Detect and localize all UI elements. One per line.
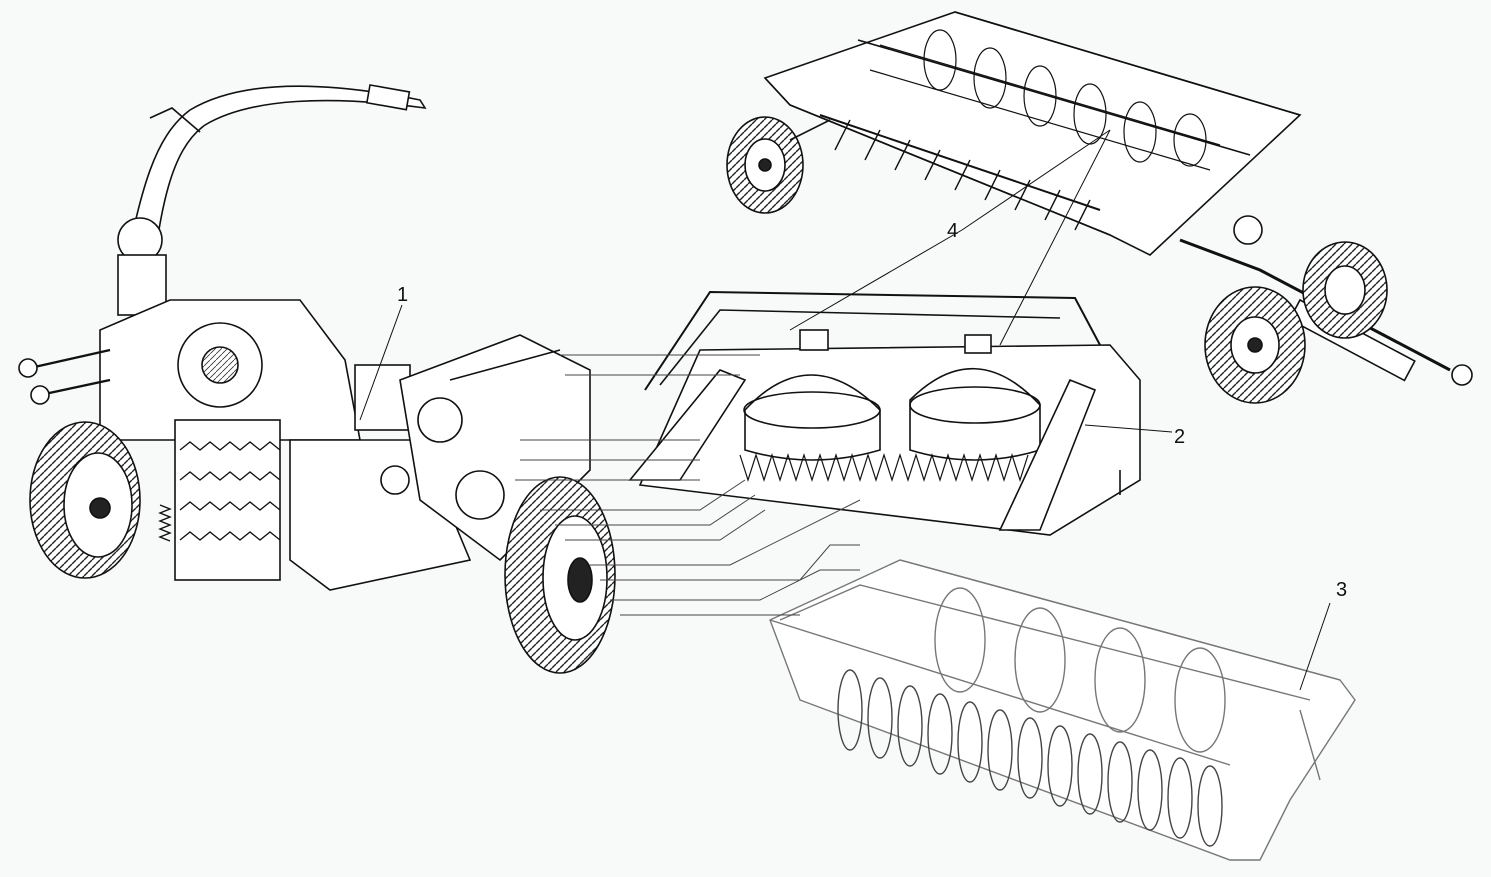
corn-header-2 [628, 290, 1141, 536]
callout-label-4: 4 [947, 220, 959, 242]
callout-label-1: 1 [397, 284, 409, 306]
pickup-header-3 [769, 559, 1356, 861]
callout-leader-lines [359, 129, 1331, 691]
mounting-guide-lines [515, 354, 861, 616]
forage-harvester-1 [18, 84, 616, 674]
grass-header-4 [726, 11, 1473, 404]
callout-label-3: 3 [1336, 579, 1348, 601]
callout-label-2: 2 [1174, 426, 1186, 448]
